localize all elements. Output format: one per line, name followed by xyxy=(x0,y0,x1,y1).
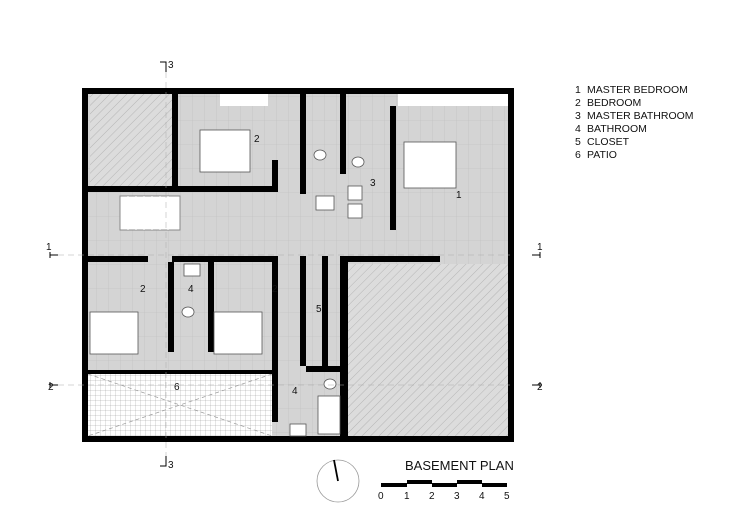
room-label: 2 xyxy=(254,134,260,145)
bed xyxy=(213,311,263,355)
bed xyxy=(89,311,139,355)
scale-tick: 1 xyxy=(404,491,410,502)
toilet xyxy=(351,156,365,168)
bathtub xyxy=(317,395,341,435)
room-label: 5 xyxy=(316,304,322,315)
room-label: 2 xyxy=(140,284,146,295)
patio-open-lines xyxy=(87,373,273,437)
toilet xyxy=(181,306,195,318)
section-marker-3-bottom: 3 xyxy=(168,460,174,471)
bed xyxy=(403,141,457,189)
sink xyxy=(347,185,363,201)
room-label: 4 xyxy=(292,386,298,397)
section-marker-1-right: 1 xyxy=(537,242,543,253)
walls xyxy=(82,88,514,442)
room-label: 6 xyxy=(174,382,180,393)
scale-tick: 2 xyxy=(429,491,435,502)
bed xyxy=(199,129,251,173)
toilet xyxy=(323,378,337,390)
room-label: 3 xyxy=(370,178,376,189)
sink xyxy=(183,263,201,277)
room-label: 4 xyxy=(188,284,194,295)
patio-top-left xyxy=(90,94,174,190)
north-arrow-circle xyxy=(316,459,360,503)
scale-bar xyxy=(381,480,507,487)
section-marker-2-right: 2 xyxy=(537,382,543,393)
room-label: 2 xyxy=(272,284,278,295)
north-arrow-icon xyxy=(333,459,339,482)
patio-lower-right xyxy=(348,264,508,436)
furniture xyxy=(89,129,457,437)
scale-tick: 5 xyxy=(504,491,510,502)
sink xyxy=(347,203,363,219)
section-lines xyxy=(49,61,541,467)
room-label: 1 xyxy=(456,190,462,201)
scale-tick: 4 xyxy=(479,491,485,502)
sink xyxy=(315,195,335,211)
section-marker-3-top: 3 xyxy=(168,60,174,71)
window-top xyxy=(220,92,268,106)
toilet xyxy=(313,149,327,161)
scale-tick: 0 xyxy=(378,491,384,502)
section-marker-2-left: 2 xyxy=(48,382,54,393)
staircase xyxy=(119,195,181,231)
window-top-right xyxy=(398,92,508,106)
scale-tick: 3 xyxy=(454,491,460,502)
plan-title: BASEMENT PLAN xyxy=(405,458,514,473)
section-marker-1-left: 1 xyxy=(46,242,52,253)
sink xyxy=(289,423,307,437)
